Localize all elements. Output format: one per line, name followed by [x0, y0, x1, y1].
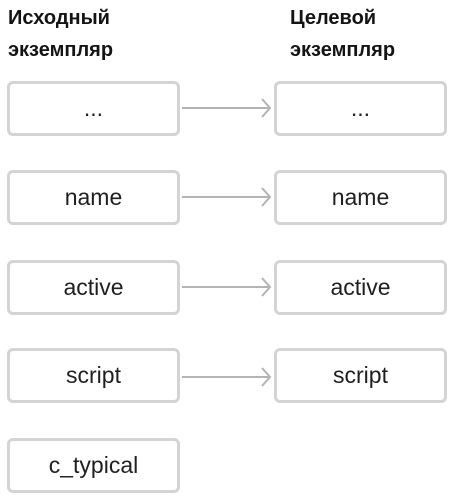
target-field-box-name: name [274, 170, 447, 225]
mapping-arrow-ellipsis [182, 98, 272, 118]
source-field-box-c-typical: c_typical [7, 438, 180, 493]
mapping-arrow-script [182, 367, 272, 387]
target-field-box-script: script [274, 348, 447, 403]
target-column-heading: Целевой экземпляр [290, 2, 395, 66]
mapping-arrow-name [182, 187, 272, 207]
mapping-arrow-active [182, 277, 272, 297]
source-column-heading: Исходный экземпляр [8, 2, 113, 66]
target-heading-line-1: Целевой [290, 7, 377, 29]
source-field-box-ellipsis: ... [7, 81, 180, 136]
target-field-box-ellipsis: ... [274, 81, 447, 136]
target-heading-line-2: экземпляр [290, 39, 396, 61]
target-field-box-active: active [274, 260, 447, 315]
source-field-box-script: script [7, 348, 180, 403]
source-field-box-name: name [7, 170, 180, 225]
source-field-box-active: active [7, 260, 180, 315]
source-heading-line-1: Исходный [8, 7, 110, 29]
source-heading-line-2: экземпляр [8, 39, 114, 61]
